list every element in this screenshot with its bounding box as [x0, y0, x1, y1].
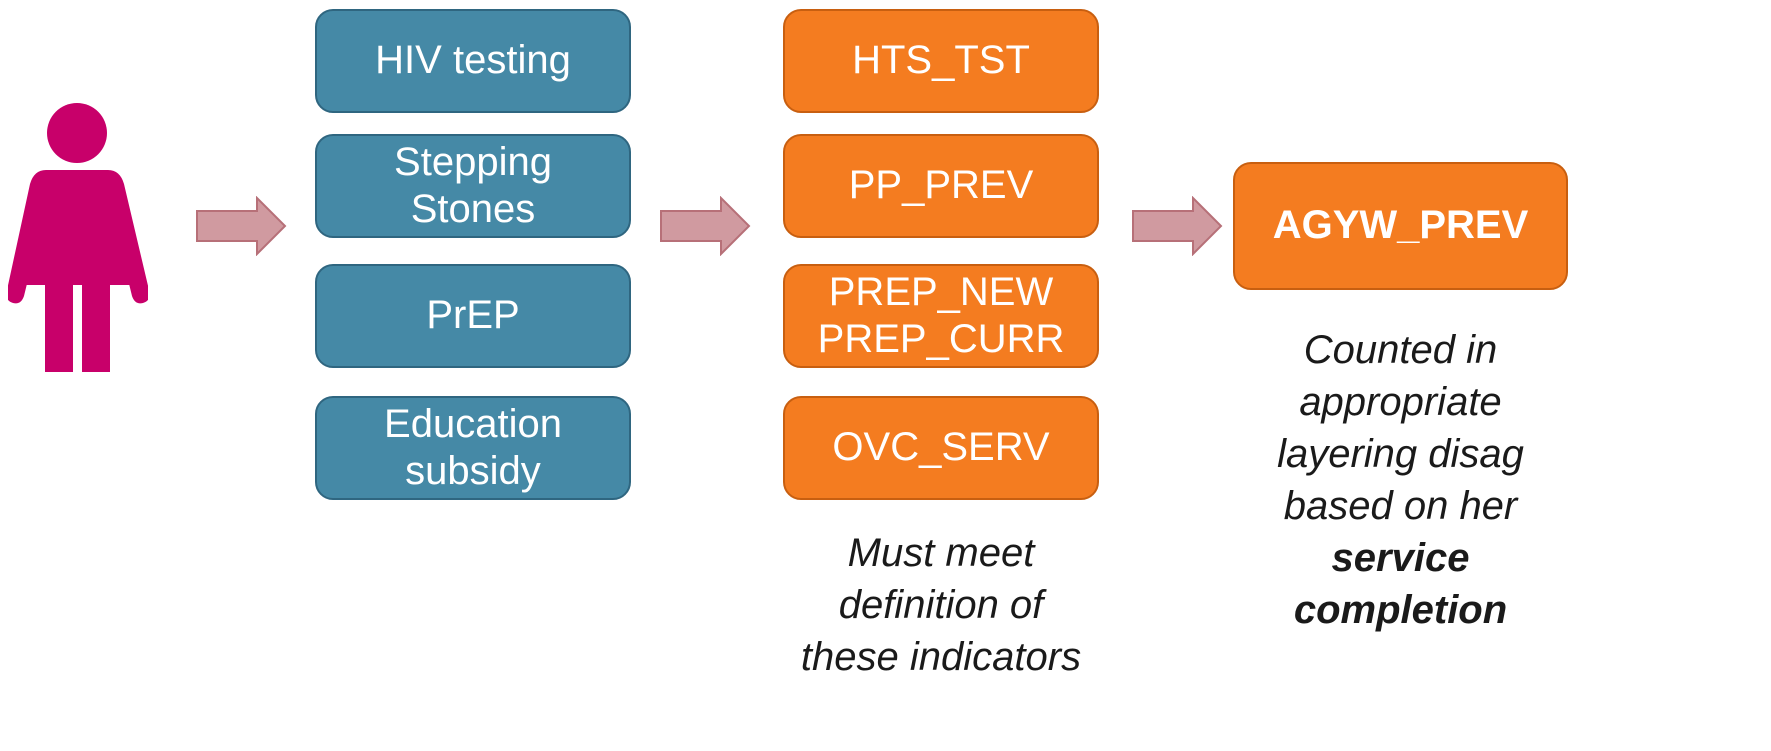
right-arrow-icon [196, 196, 287, 256]
indicator-ovc-serv: OVC_SERV [783, 396, 1099, 500]
activity-stepping-stones: Stepping Stones [315, 134, 631, 238]
activity-education-subsidy: Education subsidy [315, 396, 631, 500]
result-note: Counted in appropriate layering disag ba… [1233, 324, 1568, 636]
indicator-prep-new-curr: PREP_NEW PREP_CURR [783, 264, 1099, 368]
indicator-hts-tst: HTS_TST [783, 9, 1099, 113]
activity-prep: PrEP [315, 264, 631, 368]
indicator-pp-prev: PP_PREV [783, 134, 1099, 238]
right-arrow-icon [1132, 196, 1223, 256]
result-agyw-prev: AGYW_PREV [1233, 162, 1568, 290]
indicator-note: Must meet definition of these indicators [800, 531, 1082, 679]
right-arrow-icon [660, 196, 751, 256]
result-note-emphasis: service completion [1293, 536, 1508, 632]
activity-hiv-testing: HIV testing [315, 9, 631, 113]
result-note-text: Counted in appropriate layering disag ba… [1277, 328, 1524, 528]
female-person-icon [8, 103, 148, 372]
